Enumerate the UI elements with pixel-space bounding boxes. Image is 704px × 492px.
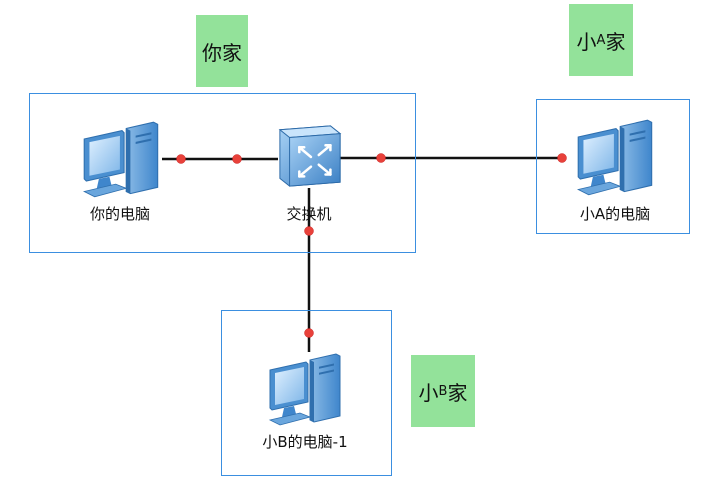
zone-your-home — [29, 93, 416, 253]
tag-your-home: 你家 — [196, 15, 248, 87]
tag-xiao-a-post: 家 — [605, 29, 626, 54]
endpoint-dot — [232, 154, 242, 164]
endpoint-dot — [557, 153, 567, 163]
tag-xiao-a-pre: 小 — [576, 29, 597, 54]
endpoint-dot — [304, 328, 314, 338]
endpoint-dot — [376, 153, 386, 163]
endpoint-dot — [304, 226, 314, 236]
zone-xiao-a-home — [536, 99, 690, 234]
your-pc-label: 你的电脑 — [89, 205, 151, 223]
endpoint-dot — [176, 154, 186, 164]
xiao-b-pc-label: 小B的电脑-1 — [262, 433, 348, 451]
tag-xiao-b-post: 家 — [447, 380, 468, 405]
xiao-a-pc-label: 小A的电脑 — [579, 205, 651, 223]
zone-xiao-b-home — [221, 310, 392, 476]
switch-label: 交换机 — [286, 205, 332, 223]
tag-xiao-a-letter: A — [596, 32, 606, 48]
tag-xiao-b-pre: 小 — [418, 380, 439, 405]
tag-xiao-b-letter: B — [438, 383, 448, 399]
tag-your-home-text: 你家 — [202, 40, 242, 65]
